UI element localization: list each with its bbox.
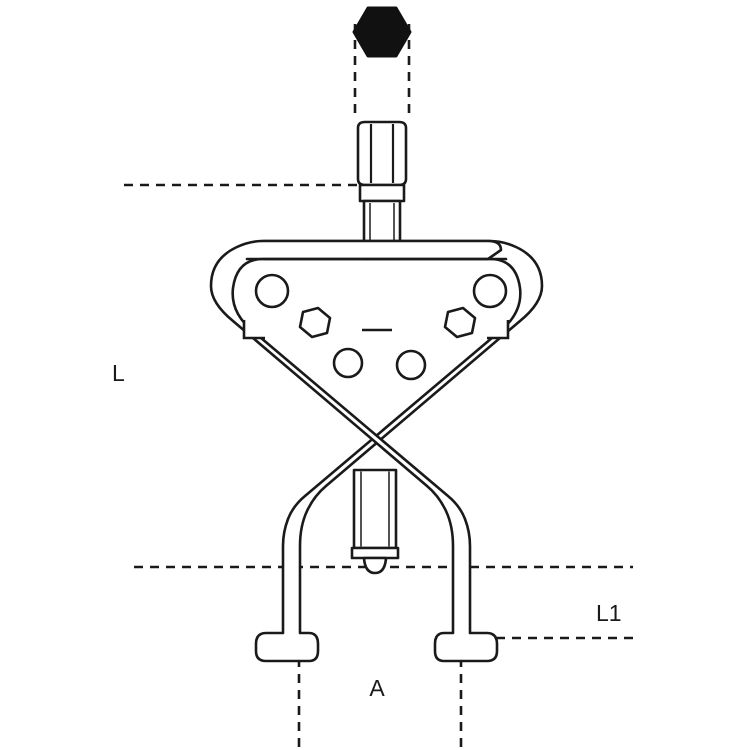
hex-nut-shape [356,120,408,187]
center-right-hole [395,349,427,381]
arm-to-right-foot [209,239,503,663]
right-pivot-hole [472,273,508,309]
tip-collar-rect [350,546,400,560]
hex-nut-group [356,120,408,187]
lower-spindle-group [350,468,400,575]
hex-head-polygon [352,6,412,58]
tip-cone-shape [362,556,388,575]
arm-to-left-foot [250,239,544,663]
left-notch-tab [242,320,265,340]
right-notch-tab [487,320,510,340]
spindle-collar-rect [358,183,406,203]
left-hex-socket [298,306,332,339]
dimension-label-L1: L1 [596,600,622,626]
center-left-hole [332,347,364,379]
right-hex-socket [443,306,477,339]
reference-lines [124,24,637,747]
left-pivot-hole [254,273,290,309]
dimension-label-A: A [369,675,385,701]
dimension-label-L: L [112,360,125,386]
